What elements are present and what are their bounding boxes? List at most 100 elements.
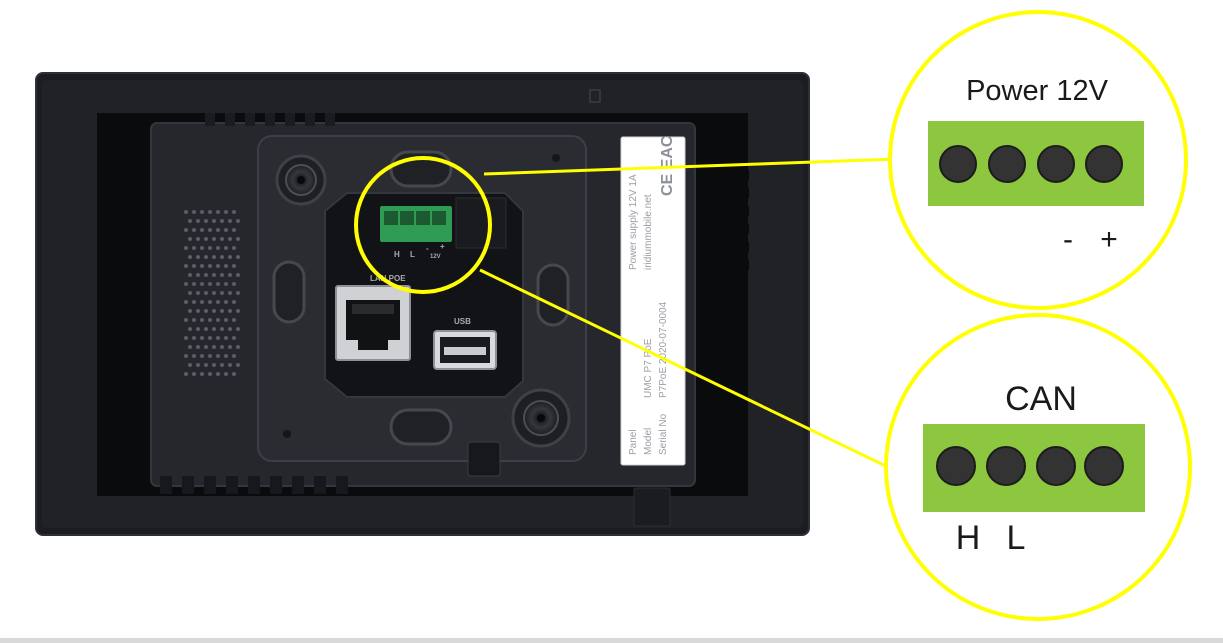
- speaker-hole: [208, 318, 212, 322]
- power-pin-1: [939, 145, 977, 183]
- speaker-hole: [228, 345, 232, 349]
- speaker-hole: [224, 300, 228, 304]
- can-pin-h-label: H: [956, 519, 981, 557]
- speaker-hole: [212, 273, 216, 277]
- speaker-hole: [224, 354, 228, 358]
- can-pin-3: [1036, 446, 1076, 486]
- speaker-hole: [188, 237, 192, 241]
- device-label-h: H: [394, 250, 400, 259]
- speaker-hole: [228, 255, 232, 259]
- speaker-hole: [204, 327, 208, 331]
- speaker-hole: [200, 246, 204, 250]
- speaker-hole: [228, 291, 232, 295]
- usb-label: USB: [454, 317, 471, 326]
- screw-bottom-right: [511, 388, 571, 448]
- speaker-hole: [220, 309, 224, 313]
- sticker-row-model: Model: [643, 428, 654, 455]
- speaker-hole: [188, 273, 192, 277]
- speaker-hole: [232, 264, 236, 268]
- device-label-plus: +: [440, 242, 445, 251]
- speaker-hole: [212, 309, 216, 313]
- speaker-hole: [204, 237, 208, 241]
- speaker-hole: [200, 282, 204, 286]
- sticker-cert-marks: CE EAC: [659, 135, 676, 196]
- speaker-hole: [220, 291, 224, 295]
- power-pin-3: [1037, 145, 1075, 183]
- power-callout-title: Power 12V: [966, 75, 1109, 107]
- bottom-divider: [0, 638, 1223, 643]
- speaker-hole: [232, 228, 236, 232]
- speaker-hole: [192, 372, 196, 376]
- speaker-hole: [200, 228, 204, 232]
- power-polarity-minus: -: [1063, 223, 1073, 256]
- speaker-hole: [192, 264, 196, 268]
- speaker-hole: [236, 291, 240, 295]
- top-marker: [589, 89, 601, 103]
- speaker-hole: [192, 300, 196, 304]
- speaker-hole: [228, 219, 232, 223]
- leader-line-power: [483, 157, 899, 176]
- speaker-hole: [212, 237, 216, 241]
- speaker-hole: [216, 282, 220, 286]
- speaker-hole: [212, 291, 216, 295]
- speaker-hole: [208, 264, 212, 268]
- bottom-clip: [467, 441, 501, 477]
- speaker-hole: [208, 282, 212, 286]
- speaker-hole: [200, 300, 204, 304]
- device-label-12v: 12V: [430, 254, 441, 260]
- speaker-hole: [232, 354, 236, 358]
- speaker-hole: [204, 219, 208, 223]
- bottom-ribs: [160, 476, 348, 494]
- speaker-hole: [232, 246, 236, 250]
- speaker-hole: [200, 210, 204, 214]
- speaker-hole: [212, 345, 216, 349]
- can-pin-2: [986, 446, 1026, 486]
- speaker-hole: [184, 372, 188, 376]
- leader-line-can: [479, 268, 895, 472]
- speaker-hole: [236, 255, 240, 259]
- speaker-hole: [188, 327, 192, 331]
- speaker-hole: [192, 282, 196, 286]
- speaker-hole: [196, 327, 200, 331]
- speaker-hole: [208, 372, 212, 376]
- speaker-hole: [208, 246, 212, 250]
- mount-slot-bottom: [389, 408, 453, 446]
- speaker-hole: [184, 264, 188, 268]
- speaker-hole: [220, 273, 224, 277]
- speaker-hole: [236, 345, 240, 349]
- speaker-hole: [220, 219, 224, 223]
- speaker-hole: [208, 300, 212, 304]
- device-sticker: [620, 136, 686, 466]
- speaker-hole: [184, 354, 188, 358]
- sticker-serial-value: P7PoE 2020-07-0004: [658, 301, 669, 398]
- speaker-hole: [236, 309, 240, 313]
- speaker-hole: [204, 345, 208, 349]
- speaker-hole: [196, 291, 200, 295]
- speaker-hole: [236, 363, 240, 367]
- speaker-hole: [192, 336, 196, 340]
- usb-port: [433, 330, 497, 370]
- can-callout-title: CAN: [1005, 380, 1077, 418]
- speaker-hole: [192, 228, 196, 232]
- speaker-hole: [188, 255, 192, 259]
- speaker-hole: [220, 327, 224, 331]
- speaker-hole: [236, 219, 240, 223]
- speaker-hole: [204, 309, 208, 313]
- speaker-hole: [232, 282, 236, 286]
- speaker-hole: [212, 219, 216, 223]
- speaker-hole: [188, 363, 192, 367]
- speaker-hole: [196, 255, 200, 259]
- can-pin-1: [936, 446, 976, 486]
- device-label-minus: -: [426, 244, 429, 253]
- speaker-hole: [232, 300, 236, 304]
- speaker-hole: [236, 237, 240, 241]
- speaker-hole: [196, 363, 200, 367]
- lan-port: [335, 285, 411, 361]
- speaker-hole: [232, 336, 236, 340]
- mount-slot-left: [272, 260, 306, 324]
- sticker-row-serial: Serial No: [658, 413, 669, 455]
- speaker-hole: [204, 255, 208, 259]
- speaker-hole: [236, 327, 240, 331]
- sticker-website: iridiummobile.net: [643, 194, 654, 270]
